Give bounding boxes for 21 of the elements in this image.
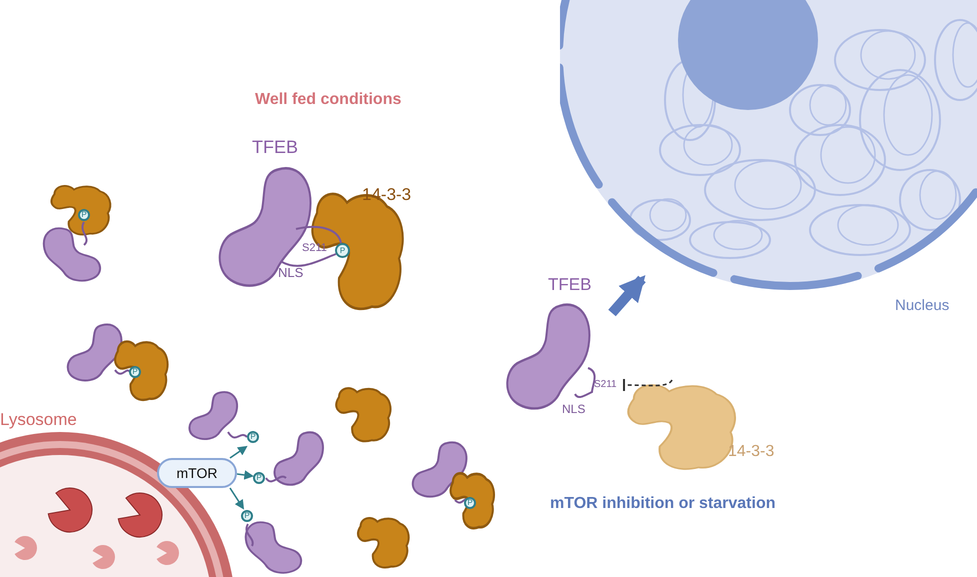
residue-label: S211 [302,243,327,254]
protein-label: TFEB [252,138,298,156]
phosphate-marker: P [253,472,265,484]
protein-box: mTOR [157,458,237,488]
residue-label: S211 [594,380,617,390]
organelle-label: Lysosome [0,411,77,428]
protein-label: 14-3-3 [728,444,774,460]
arrow [608,275,646,316]
arrow [229,488,244,510]
domain-label: NLS [562,403,586,415]
phosphate-marker: P [129,366,141,378]
organelle-label: Nucleus [895,298,950,313]
phosphate-marker: P [241,510,253,522]
domain-label: NLS [278,266,304,279]
condition-heading: mTOR inhibition or starvation [550,496,776,512]
arrow [236,470,254,480]
protein-label: 14-3-3 [362,186,412,203]
condition-heading: Well fed conditions [255,92,402,108]
arrow [230,446,248,459]
phosphate-marker: P [247,431,259,443]
protein-label: TFEB [548,276,592,293]
